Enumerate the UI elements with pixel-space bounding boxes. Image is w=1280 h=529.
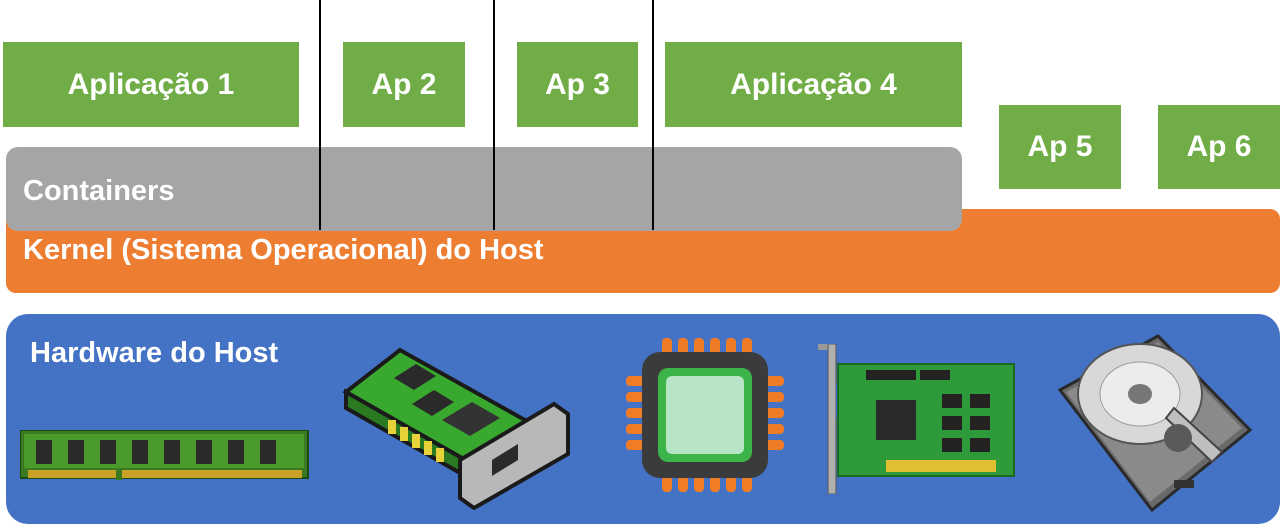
kernel-label: Kernel (Sistema Operacional) do Host	[23, 234, 544, 266]
hard-disk-icon	[1057, 334, 1253, 513]
app-box-5: Ap 5	[999, 105, 1121, 189]
containers-layer: Containers	[6, 147, 962, 231]
app-label: Ap 2	[371, 67, 437, 101]
container-divider-1	[319, 0, 321, 230]
network-card-icon	[342, 347, 570, 510]
app-box-1: Aplicação 1	[3, 42, 299, 127]
container-divider-3	[652, 0, 654, 230]
app-box-4: Aplicação 4	[665, 42, 962, 127]
hardware-label: Hardware do Host	[30, 337, 279, 369]
container-divider-2	[493, 0, 495, 230]
app-box-2: Ap 2	[343, 42, 465, 127]
app-label: Ap 5	[1027, 130, 1093, 163]
containers-label: Containers	[23, 175, 175, 207]
expansion-card-icon	[818, 344, 1015, 494]
hardware-layer: Hardware do Host	[6, 314, 1280, 524]
app-label: Aplicação 1	[67, 67, 235, 101]
app-box-6: Ap 6	[1158, 105, 1280, 189]
cpu-chip-icon	[626, 338, 784, 492]
app-label: Ap 6	[1186, 130, 1252, 163]
app-label: Ap 3	[544, 67, 610, 101]
ram-module-icon	[20, 430, 309, 480]
app-label: Aplicação 4	[730, 67, 897, 101]
app-box-3: Ap 3	[517, 42, 638, 127]
